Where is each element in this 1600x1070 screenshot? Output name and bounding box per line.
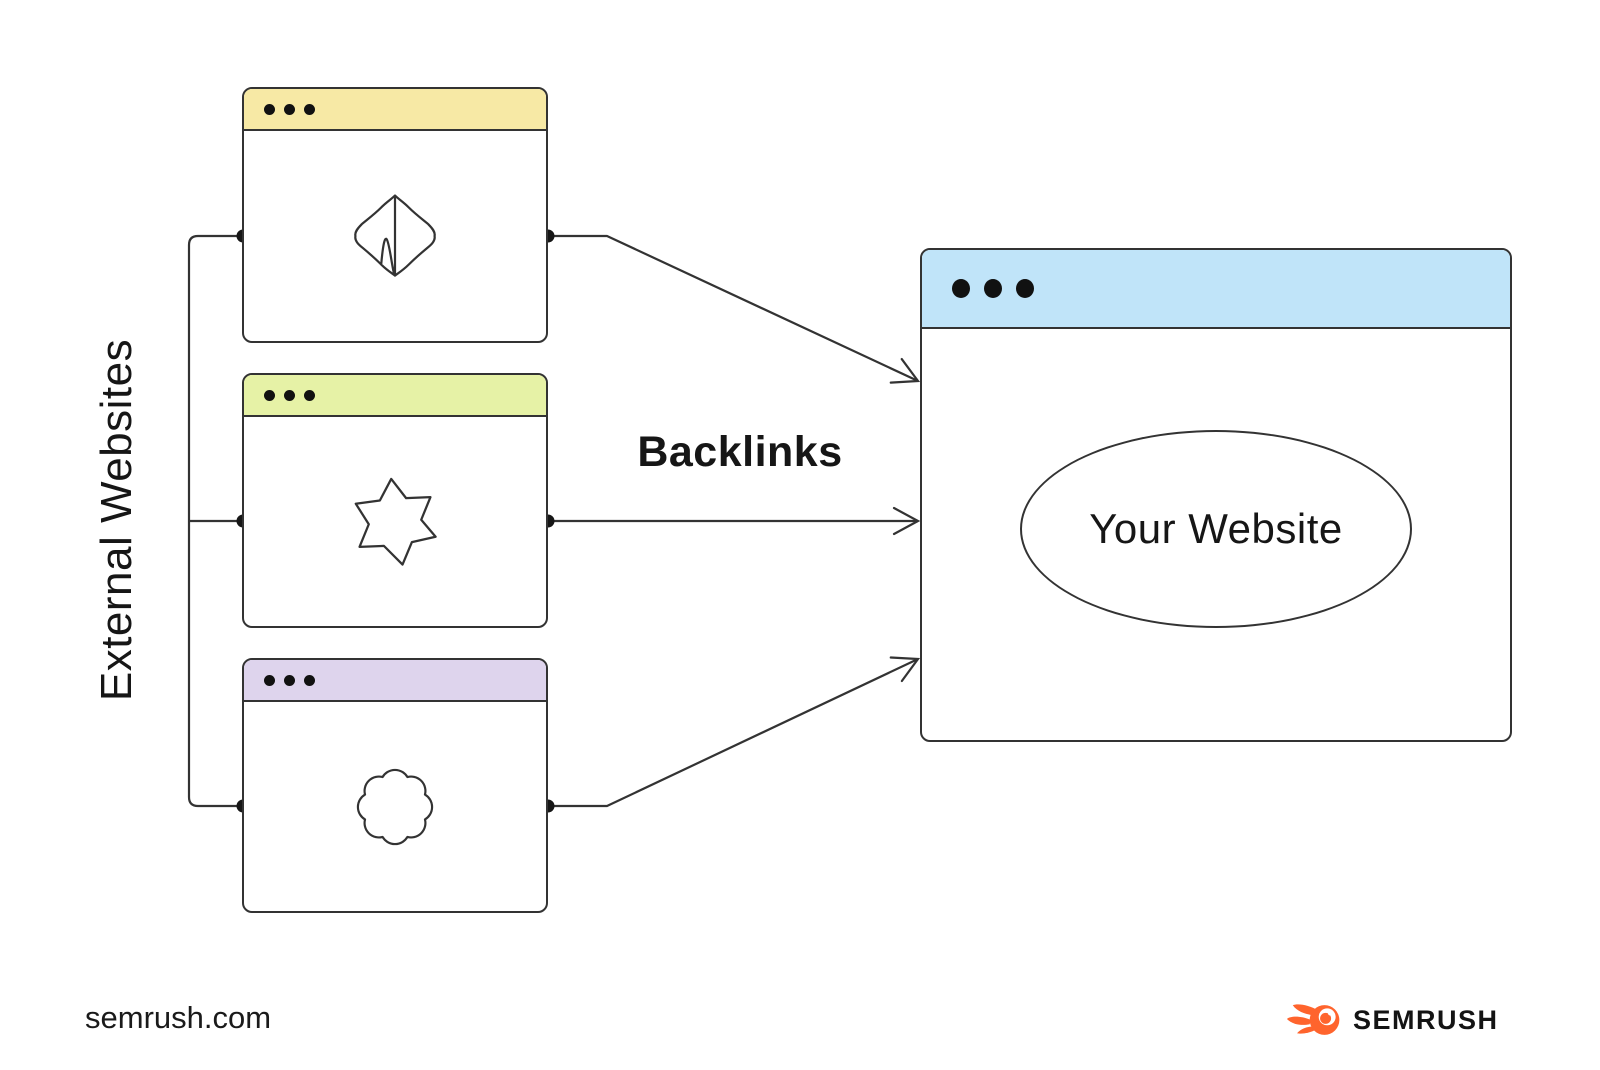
backlink-arrow-bottom: [548, 656, 921, 808]
window-controls-dot-icon: [264, 389, 275, 401]
window-controls-dot-icon: [284, 389, 295, 401]
window-controls-dot-icon: [284, 103, 295, 115]
window-controls-dot-icon: [304, 389, 315, 401]
window-titlebar: [244, 89, 546, 131]
window-controls-dot-icon: [304, 103, 315, 115]
external-window-2: [242, 373, 548, 628]
window-controls-dot-icon: [1016, 279, 1034, 298]
window-content: [244, 702, 546, 911]
backlinks-label: Backlinks: [637, 428, 843, 476]
window-controls-dot-icon: [304, 674, 315, 686]
window-titlebar: [244, 660, 546, 702]
window-controls-dot-icon: [264, 674, 275, 686]
window-controls-dot-icon: [264, 103, 275, 115]
window-controls-dot-icon: [984, 279, 1002, 298]
external-websites-bracket: [187, 234, 243, 808]
backlink-arrow-top: [548, 234, 921, 384]
window-titlebar: [922, 250, 1510, 329]
your-website-label: Your Website: [1089, 504, 1343, 552]
flower-scallop-blob-icon: [356, 768, 434, 845]
window-content: [244, 417, 546, 626]
external-window-3: [242, 658, 548, 913]
semrush-brand-label: SEMRUSH: [1353, 1004, 1499, 1035]
semrush-url-label: semrush.com: [85, 1000, 272, 1035]
rounded-diamond-blob-icon: [354, 194, 436, 277]
window-titlebar: [244, 375, 546, 417]
semrush-logo: SEMRUSH: [1286, 1002, 1499, 1038]
your-website-ellipse: Your Website: [1020, 429, 1412, 628]
window-content: Your Website: [922, 329, 1510, 740]
semrush-flame-icon: [1286, 1004, 1340, 1035]
window-controls-dot-icon: [952, 279, 970, 298]
window-content: [244, 131, 546, 341]
external-window-1: [242, 87, 548, 343]
organic-star-blob-icon: [354, 477, 437, 566]
external-websites-label: External Websites: [92, 338, 141, 702]
your-website-window: Your Website: [920, 248, 1512, 742]
window-controls-dot-icon: [284, 674, 295, 686]
